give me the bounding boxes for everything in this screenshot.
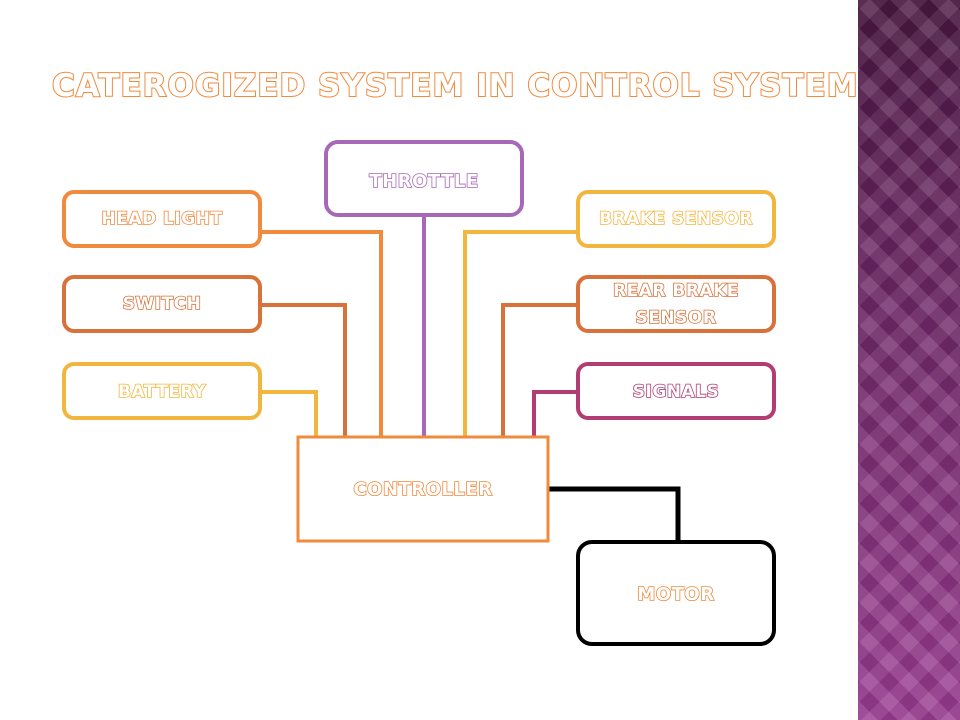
- node-controller-label: CONTROLLER: [353, 479, 492, 500]
- node-head-light-label: HEAD LIGHT: [102, 209, 223, 229]
- decorative-side-band: [858, 0, 960, 720]
- node-brake-sensor-label: BRAKE SENSOR: [599, 209, 753, 229]
- connector-signals: [532, 390, 578, 437]
- node-rear-brake-sensor-label-line1: REAR BRAKE: [613, 281, 739, 301]
- node-signals-label: SIGNALS: [633, 382, 719, 402]
- node-battery: BATTERY: [62, 362, 262, 420]
- node-signals: SIGNALS: [576, 362, 776, 420]
- node-brake-sensor: BRAKE SENSOR: [576, 190, 776, 248]
- connector-brake-sensor: [463, 230, 578, 437]
- node-switch-label: SWITCH: [123, 294, 202, 314]
- connector-head-light: [262, 230, 383, 437]
- node-battery-label: BATTERY: [118, 382, 206, 402]
- node-head-light: HEAD LIGHT: [62, 190, 262, 248]
- connector-rear-brake-sensor: [501, 303, 578, 437]
- connector-switch: [262, 303, 347, 437]
- control-system-diagram: THROTTLE HEAD LIGHT BRAKE SENSOR SWITCH …: [62, 140, 776, 646]
- node-switch: SWITCH: [62, 275, 262, 333]
- node-rear-brake-sensor: REAR BRAKE SENSOR: [576, 275, 776, 333]
- node-throttle-label: THROTTLE: [369, 171, 478, 192]
- node-motor-label: MOTOR: [637, 584, 714, 605]
- node-rear-brake-sensor-label-line2: SENSOR: [636, 308, 717, 328]
- connector-motor: [549, 486, 681, 542]
- node-motor: MOTOR: [576, 540, 776, 646]
- connector-battery: [262, 390, 318, 437]
- node-controller: CONTROLLER: [296, 435, 550, 543]
- diagram-title: CATEROGIZED SYSTEM IN CONTROL SYSTEM: [51, 67, 859, 105]
- node-throttle: THROTTLE: [324, 140, 524, 217]
